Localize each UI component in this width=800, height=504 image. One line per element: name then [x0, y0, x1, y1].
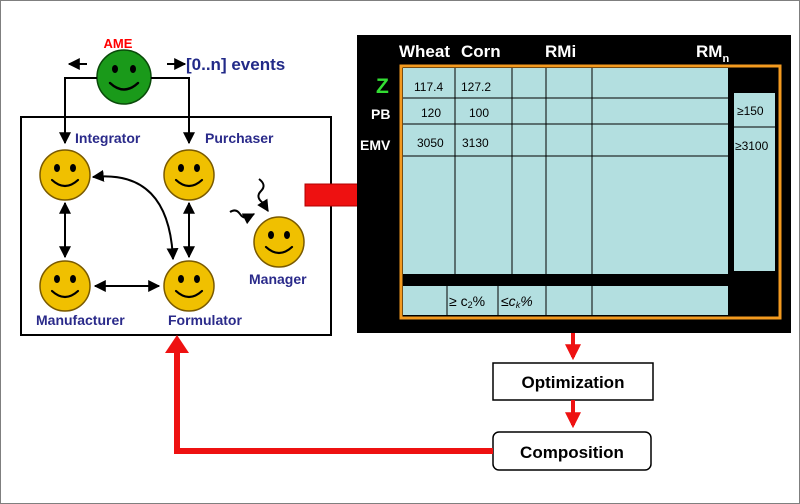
cell-emv-wheat: 3050	[417, 136, 444, 150]
manager-label: Manager	[249, 271, 307, 287]
ame-to-purchaser-arrow	[151, 77, 195, 145]
col-header-corn: Corn	[461, 42, 501, 61]
row-label-emv: EMV	[360, 137, 391, 153]
events-label: [0..n] events	[186, 55, 285, 74]
constraint-ck: ≤ck%	[501, 293, 533, 310]
col-header-rmn: RMn	[696, 42, 729, 65]
integrator-formulator-arrow	[91, 169, 179, 261]
cell-pb-wheat: 120	[421, 106, 441, 120]
cell-emv-corn: 3130	[462, 136, 489, 150]
row-label-z: Z	[376, 75, 389, 98]
ame-label: AME	[104, 36, 133, 51]
composition-label: Composition	[520, 443, 624, 462]
integrator-agent-icon	[38, 148, 92, 202]
manufacturer-label: Manufacturer	[36, 312, 125, 328]
purchaser-agent-icon	[162, 148, 216, 202]
ame-to-integrator-arrow	[59, 77, 97, 145]
manager-agent-icon	[252, 215, 306, 269]
optimization-box	[492, 362, 654, 401]
row-label-pb: PB	[371, 106, 390, 122]
composition-feedback-arrow	[174, 351, 493, 454]
cell-z-corn: 127.2	[461, 80, 491, 94]
feedback-arrowhead	[165, 335, 189, 353]
constraint-c2: ≥ c2%	[449, 293, 485, 310]
matrix-grid	[403, 68, 775, 315]
purchaser-label: Purchaser	[205, 130, 274, 146]
manufacturer-agent-icon	[38, 259, 92, 313]
col-header-rmi: RMi	[545, 42, 576, 61]
manager-squiggle-left	[229, 209, 256, 225]
formulator-label: Formulator	[168, 312, 242, 328]
formulator-agent-icon	[162, 259, 216, 313]
ame-agent-icon	[96, 49, 152, 105]
optimization-label: Optimization	[522, 373, 625, 392]
integrator-label: Integrator	[75, 130, 141, 146]
limit-pb: ≥150	[737, 104, 764, 118]
cell-pb-corn: 100	[469, 106, 489, 120]
col-header-wheat: Wheat	[399, 42, 450, 61]
limit-emv: ≥3100	[735, 139, 769, 153]
manager-squiggle-top	[257, 178, 269, 213]
matrix-orange-frame	[399, 64, 782, 320]
cell-z-wheat: 117.4	[414, 80, 443, 94]
